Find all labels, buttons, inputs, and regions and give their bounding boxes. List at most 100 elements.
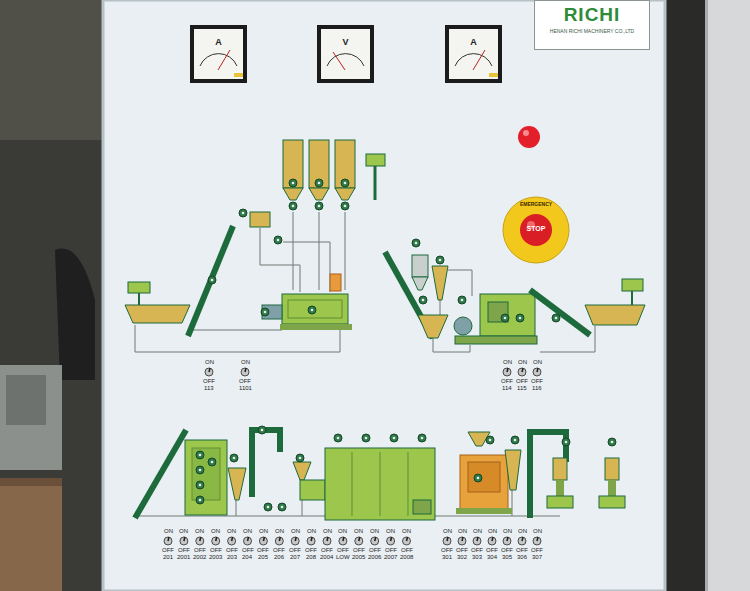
- lower-line-equipment: [599, 496, 625, 508]
- meter-faces: [327, 54, 364, 66]
- switch-state: ON: [533, 359, 542, 366]
- meter-faces: [218, 50, 230, 70]
- surroundings: [0, 478, 62, 591]
- switch-number: 306: [517, 554, 527, 561]
- upper-line-equipment: [631, 291, 633, 305]
- switch-state: ON: [518, 528, 527, 535]
- indicator-dot: [318, 182, 321, 185]
- switch-state: ON: [195, 528, 204, 535]
- toggle-switch: [477, 537, 478, 541]
- switch-state: ON: [179, 528, 188, 535]
- switch-state: OFF: [242, 547, 254, 554]
- thin-wiring: [236, 500, 237, 516]
- toggle-switch: [245, 368, 246, 372]
- toggle-switch: [503, 537, 511, 545]
- toggle-switch: [232, 537, 233, 541]
- indicator-dot: [296, 454, 304, 462]
- toggle-switch: [522, 368, 523, 372]
- surroundings: [0, 478, 62, 486]
- switch-number: 116: [532, 385, 542, 392]
- indicator-dot: [196, 451, 204, 459]
- indicator-dots: [196, 179, 616, 511]
- indicator-dot: [344, 182, 347, 185]
- toggle-switch: [180, 537, 188, 545]
- switch-state: ON: [243, 528, 252, 535]
- indicator-dot: [199, 484, 202, 487]
- indicator-dot: [393, 437, 396, 440]
- toggle-switch: [537, 368, 538, 372]
- meter-faces: [190, 25, 247, 83]
- surroundings: [55, 249, 95, 380]
- switch-number: 114: [502, 385, 512, 392]
- lower-line-equipment: [605, 458, 619, 480]
- indicator-dot: [412, 239, 420, 247]
- toggle-switch: [533, 368, 541, 376]
- lower-line-equipment: [556, 480, 564, 496]
- toggle-switch: [507, 368, 508, 372]
- toggle-switch: [168, 537, 169, 541]
- switch-state: OFF: [210, 547, 222, 554]
- indicator-dot: [239, 209, 247, 217]
- indicator-dot: [267, 506, 270, 509]
- toggle-switch: [492, 537, 493, 541]
- indicator-dot: [419, 296, 427, 304]
- indicator-dot: [292, 182, 295, 185]
- lower-line-equipment: [325, 448, 435, 520]
- switch-state: OFF: [226, 547, 238, 554]
- switch-number: 201: [163, 554, 173, 561]
- upper-line-equipment: [250, 212, 270, 227]
- lower-line-equipment: [192, 448, 220, 500]
- indicator-dot: [261, 308, 269, 316]
- toggle-switch: [403, 537, 411, 545]
- switch-state: OFF: [289, 547, 301, 554]
- upper-line-equipment: [138, 293, 140, 305]
- switch-number: 204: [242, 554, 252, 561]
- switch-state: ON: [518, 359, 527, 366]
- lower-line-equipment: [380, 452, 381, 516]
- upper-line-equipment: [412, 255, 428, 277]
- thin-wiring: [448, 270, 472, 296]
- toggle-switch: [522, 537, 523, 541]
- indicator-dot: [477, 477, 480, 480]
- indicator-dot: [362, 434, 370, 442]
- switch-number: 206: [274, 554, 284, 561]
- switch-number: 2004: [320, 554, 333, 561]
- meter-faces: [190, 25, 502, 83]
- switch-state: OFF: [337, 547, 349, 554]
- switch-state: ON: [307, 528, 316, 535]
- meter-faces: [234, 73, 243, 77]
- toggle-switch: [339, 537, 347, 545]
- indicator-dot: [264, 503, 272, 511]
- switch-state: ON: [259, 528, 268, 535]
- toggle-switch: [295, 537, 296, 541]
- switch-state: ON: [503, 528, 512, 535]
- lower-line-equipment: [408, 452, 409, 516]
- indicator-dot: [608, 438, 616, 446]
- indicator-dot: [318, 205, 321, 208]
- indicator-dot: [277, 239, 280, 242]
- switch-state: OFF: [305, 547, 317, 554]
- surroundings: [6, 375, 46, 425]
- emergency-stop-button: EMERGENCYSTOP: [503, 197, 569, 263]
- toggle-switch: [323, 537, 331, 545]
- upper-line-equipment: [283, 188, 303, 200]
- indicator-dot: [311, 309, 314, 312]
- switch-number: 301: [442, 554, 452, 561]
- switch-state: OFF: [531, 378, 543, 385]
- indicator-dot: [199, 499, 202, 502]
- indicator-dot: [516, 314, 524, 322]
- switch-state: OFF: [516, 547, 528, 554]
- switch-state: ON: [338, 528, 347, 535]
- toggle-switch: [263, 537, 264, 541]
- toggle-switch: [355, 537, 363, 545]
- switch-state: OFF: [273, 547, 285, 554]
- button-text: EMERGENCY: [520, 201, 552, 207]
- indicator-dot: [341, 202, 349, 210]
- panel-face: [103, 0, 665, 591]
- upper-line-equipment: [418, 315, 448, 338]
- switch-state: OFF: [516, 378, 528, 385]
- indicator-dot: [552, 314, 560, 322]
- upper-line-equipment: [335, 140, 355, 188]
- switch-state: ON: [354, 528, 363, 535]
- indicator-dot: [341, 179, 349, 187]
